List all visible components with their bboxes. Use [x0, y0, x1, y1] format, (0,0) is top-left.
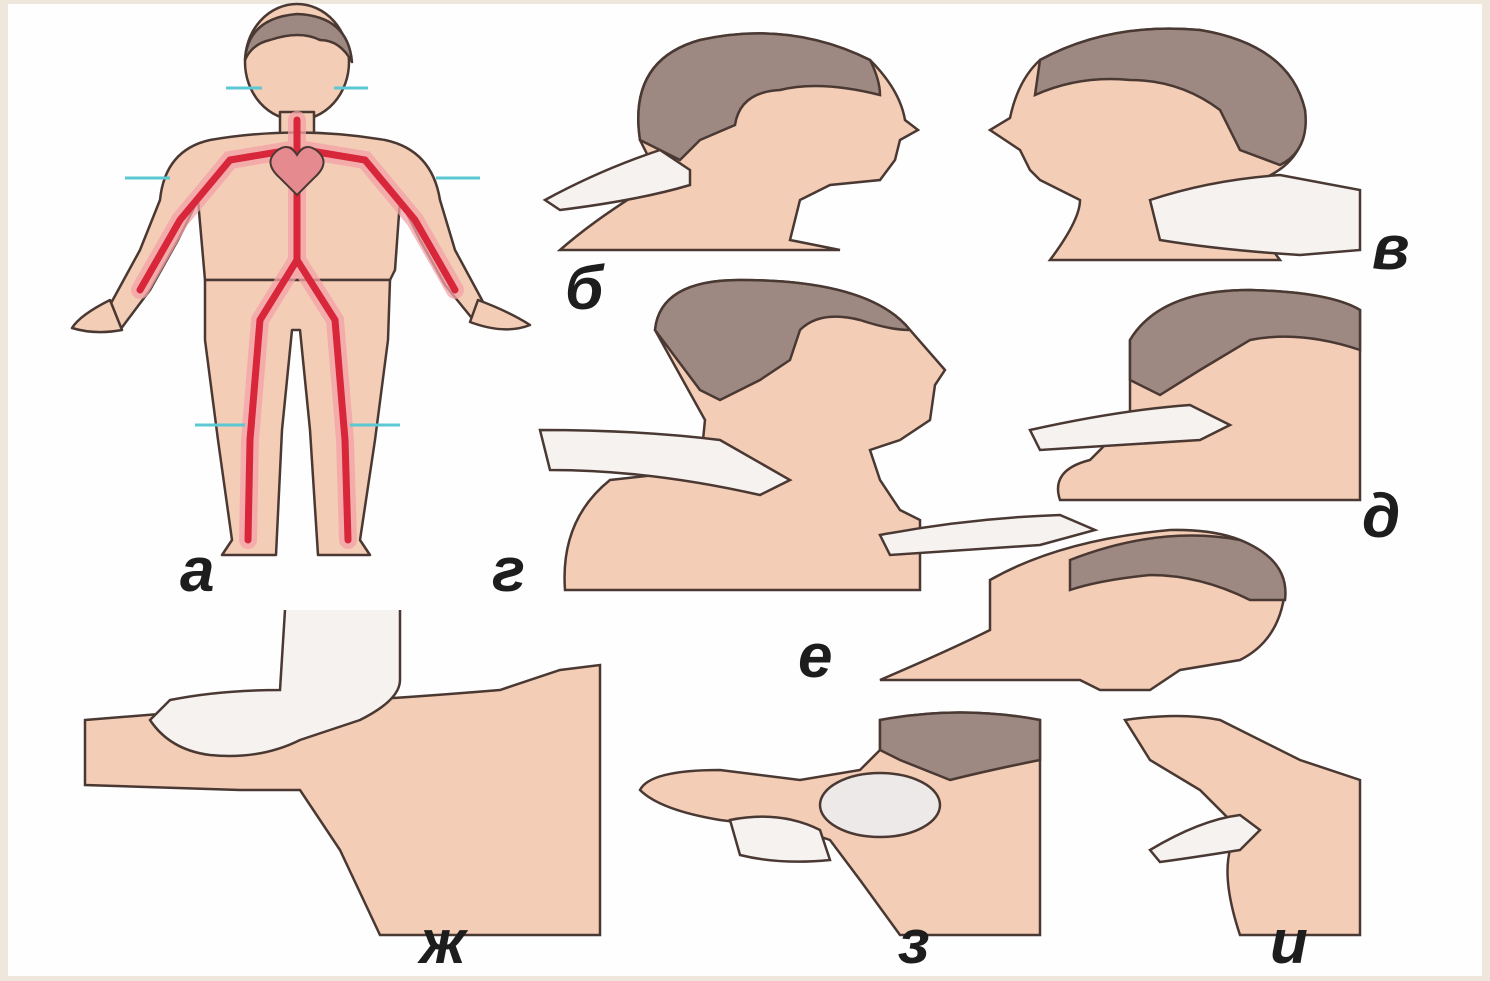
label-zh: ж — [420, 912, 466, 974]
panel-z-pad — [820, 773, 940, 837]
label-i: и — [1270, 912, 1308, 974]
label-g: г — [492, 540, 525, 602]
label-e: е — [798, 626, 832, 688]
label-d: д — [1362, 486, 1400, 548]
label-b: б — [565, 258, 603, 320]
label-v: в — [1372, 218, 1409, 280]
label-a: а — [180, 540, 214, 602]
label-z: з — [898, 912, 930, 974]
